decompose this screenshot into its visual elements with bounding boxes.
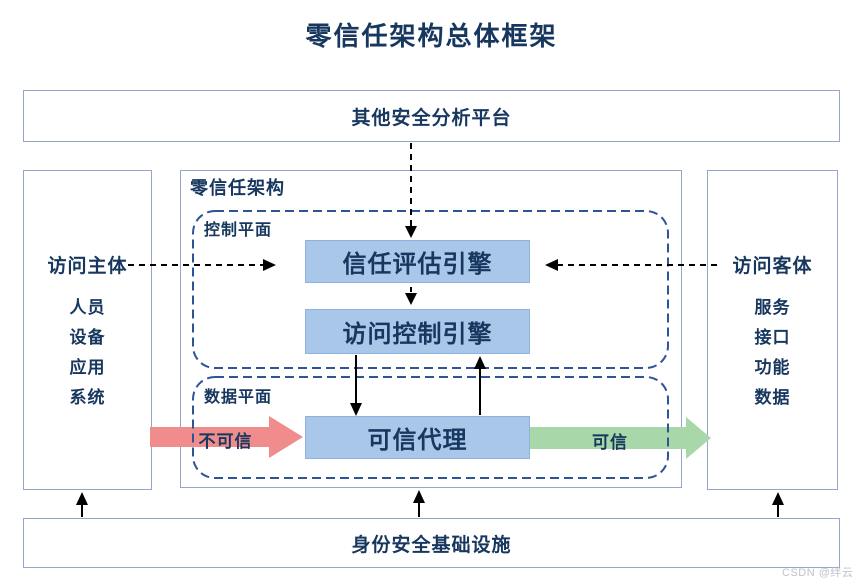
zero-trust-frame-label: 零信任架构 [190,178,285,198]
subject-item-application: 应用 [69,358,106,377]
access-object-label: 访问客体 [732,256,813,277]
data-plane-label: 数据平面 [204,389,273,406]
subject-item-device: 设备 [69,328,106,347]
other-security-platform-label: 其他安全分析平台 [351,107,512,129]
object-item-service: 服务 [754,298,791,317]
subject-item-system: 系统 [69,388,106,407]
identity-infrastructure-box: 身份安全基础设施 [23,518,840,568]
infra-to-subject-up-arrowhead [76,492,88,505]
infra-to-object-up-arrowhead [772,492,784,505]
object-item-data: 数据 [754,388,791,407]
control-plane-label: 控制平面 [204,222,273,239]
trusted-proxy-box: 可信代理 [305,416,530,459]
access-object-items: 服务 接口 功能 数据 [708,293,837,413]
access-object-box: 访问客体 服务 接口 功能 数据 [707,170,838,490]
access-subject-label: 访问主体 [47,256,128,277]
identity-infrastructure-label: 身份安全基础设施 [351,534,512,556]
object-item-interface: 接口 [754,328,791,347]
watermark: CSDN @绊云 [782,567,854,579]
infra-to-frame-up-arrowhead [413,490,425,503]
other-security-platform-box: 其他安全分析平台 [23,90,840,142]
trusted-flow-label: 可信 [592,433,628,452]
access-control-engine-box: 访问控制引擎 [305,309,530,354]
access-subject-box: 访问主体 人员 设备 应用 系统 [23,170,152,490]
access-subject-items: 人员 设备 应用 系统 [24,293,151,413]
trust-evaluation-engine-box: 信任评估引擎 [305,240,530,283]
diagram-title: 零信任架构总体框架 [305,21,558,51]
object-item-function: 功能 [754,358,791,377]
untrusted-flow-label: 不可信 [198,432,253,451]
subject-item-person: 人员 [69,298,106,317]
